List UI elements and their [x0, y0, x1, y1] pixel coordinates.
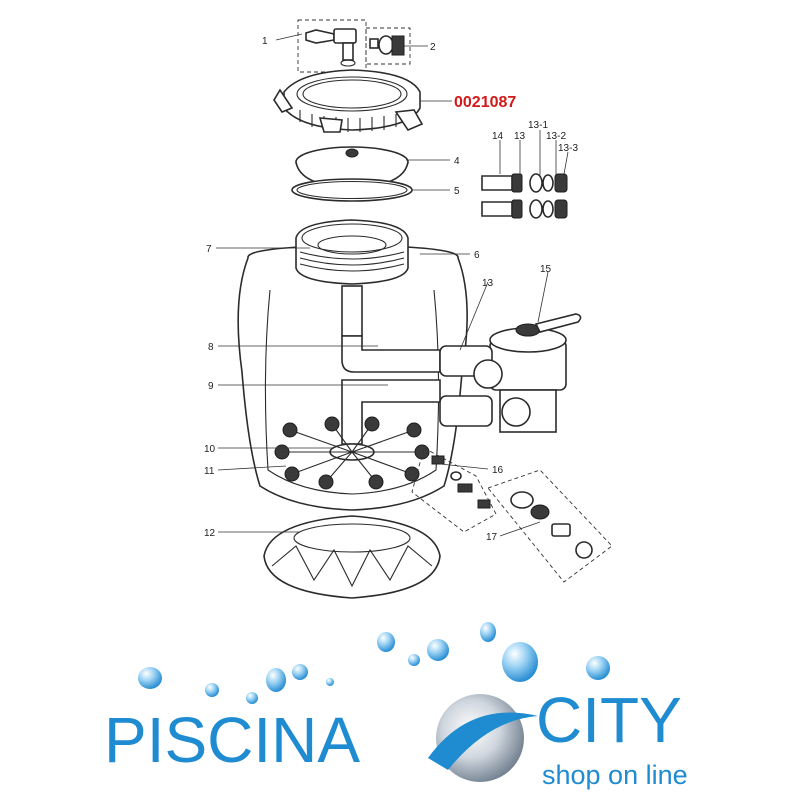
- callout-label: 13-1: [528, 120, 548, 131]
- callout-labels: 1 2 4 5 6 7 8 9 10 11 12 13 13 14 13-1 1…: [204, 36, 578, 543]
- brand-tagline: shop on line: [542, 760, 688, 790]
- part-7-neck-strainer: [295, 219, 409, 285]
- callout-label: 11: [204, 466, 215, 477]
- unions-set: [481, 173, 568, 219]
- callout-label: 8: [208, 342, 214, 353]
- callout-label: 6: [474, 250, 480, 261]
- callout-label: 17: [486, 532, 498, 543]
- leader-lines: [216, 33, 569, 537]
- callout-label: 14: [492, 131, 504, 142]
- union-row-bottom: [481, 199, 568, 219]
- water-drops-decoration: [138, 622, 610, 704]
- callout-label: 13-3: [558, 143, 578, 154]
- filter-exploded-diagram: 1 2 4 5 6 7 8 9 10 11 12 13 13 14 13-1 1…: [204, 19, 613, 599]
- part-17-side-fitting: [487, 469, 613, 583]
- callout-label: 13: [482, 278, 494, 289]
- callout-label: 4: [454, 156, 460, 167]
- callout-label: 1: [262, 36, 268, 47]
- highlighted-part-code: 0021087: [454, 94, 516, 111]
- brand-word-piscina: PISCINA: [104, 704, 360, 776]
- callout-label: 13-2: [546, 131, 566, 142]
- callout-label: 5: [454, 186, 460, 197]
- part-12-filter-base: [263, 515, 441, 599]
- globe-icon: [428, 694, 538, 782]
- callout-label: 15: [540, 264, 552, 275]
- part-11-laterals: [274, 416, 430, 490]
- part-8-upper-pipe: [341, 285, 441, 373]
- part-1-air-valve: [297, 19, 367, 73]
- part-6-filter-tank: [237, 246, 468, 511]
- part-13-valve-unions: [439, 345, 531, 427]
- part-9-lower-pipe: [341, 379, 441, 445]
- piscina-city-logo: PISCINA CITY shop on line: [104, 622, 688, 790]
- part-2-valve-cap: [365, 27, 411, 65]
- callout-label: 7: [206, 244, 212, 255]
- callout-label: 2: [430, 42, 436, 53]
- union-row-top: [481, 173, 568, 193]
- part-16-drain-plug: [411, 447, 497, 533]
- callout-label: 10: [204, 444, 216, 455]
- clamp-ring: [273, 69, 424, 133]
- callout-label: 12: [204, 528, 216, 539]
- brand-word-city: CITY: [536, 684, 682, 756]
- callout-label: 9: [208, 381, 214, 392]
- callout-label: 13: [514, 131, 526, 142]
- part-5-lid-o-ring: [291, 178, 413, 202]
- callout-label: 16: [492, 465, 504, 476]
